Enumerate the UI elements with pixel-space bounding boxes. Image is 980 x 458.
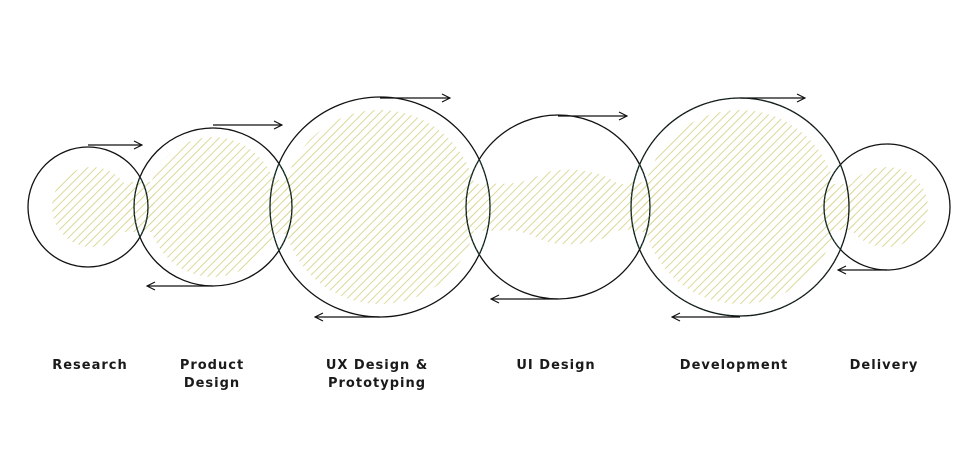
- stage-label-product-design: Product Design: [179, 358, 245, 391]
- stage-label-development: Development: [679, 358, 789, 373]
- backward-arrows: [147, 270, 887, 317]
- stage-label-ux-design: UX Design & Prototyping: [325, 358, 429, 391]
- stage-label-research: Research: [52, 358, 128, 373]
- forward-arrows: [88, 98, 805, 145]
- stage-label-ui-design: UI Design: [516, 358, 596, 373]
- hatched-fill: [52, 110, 928, 304]
- overlap-arcs: [133, 98, 849, 316]
- stage-label-delivery: Delivery: [849, 358, 919, 373]
